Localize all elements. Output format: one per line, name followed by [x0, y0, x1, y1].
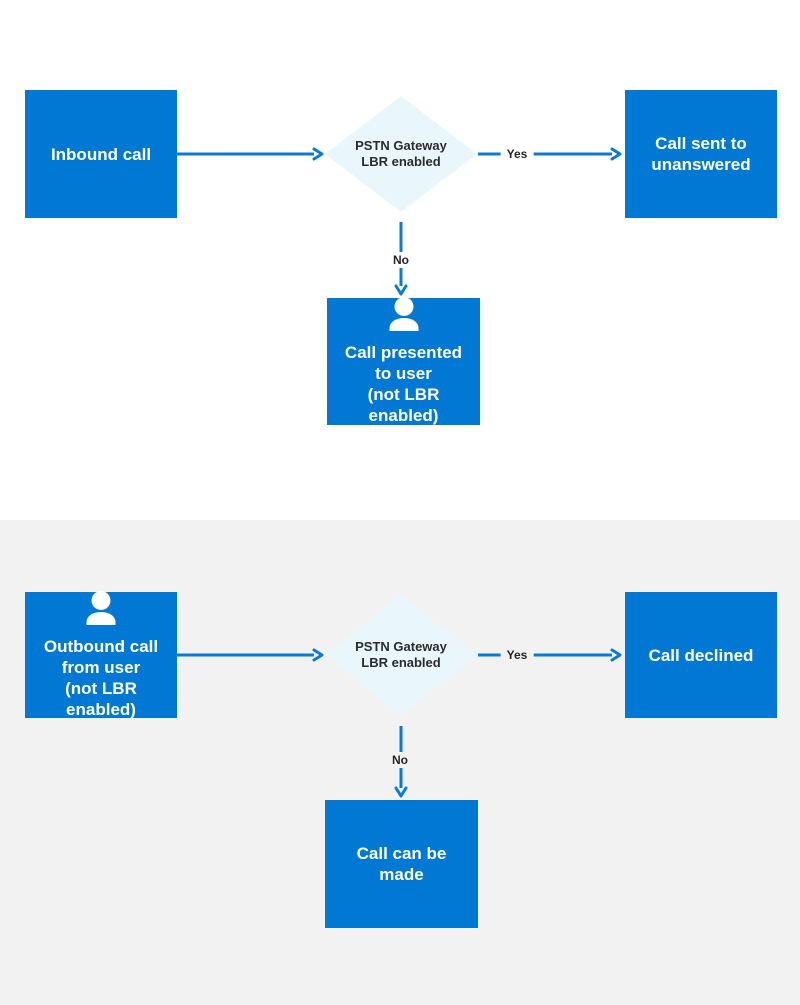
call-presented-to-user-box: Call presented to user (not LBR enabled)	[327, 297, 480, 425]
inbound-flow-section: Inbound call PSTN Gateway LBR enabled Ye…	[25, 90, 777, 425]
call-can-be-made-label: Call can be made	[356, 844, 447, 884]
yes-edge-label: Yes	[500, 146, 534, 162]
no-edge-label: No	[387, 252, 415, 268]
person-icon	[86, 590, 116, 625]
inbound-flow-connectors	[177, 96, 622, 296]
call-sent-to-unanswered-box: Call sent to unanswered	[625, 90, 777, 218]
outbound-call-label: Outbound call from user (not LBR enabled…	[43, 636, 159, 719]
decision-label: PSTN Gateway LBR enabled	[355, 639, 447, 670]
yes-edge-label: Yes	[500, 647, 534, 663]
inbound-call-box: Inbound call	[25, 90, 177, 218]
call-declined-box: Call declined	[625, 592, 777, 718]
call-sent-to-unanswered-label: Call sent to unanswered	[651, 134, 751, 174]
person-icon	[389, 297, 418, 331]
call-declined-label: Call declined	[648, 645, 754, 665]
inbound-call-label: Inbound call	[50, 144, 152, 164]
outbound-flow-section: Outbound call from user (not LBR enabled…	[0, 520, 800, 1005]
call-presented-to-user-label: Call presented to user (not LBR enabled)	[344, 343, 463, 425]
no-edge-label: No	[386, 752, 414, 768]
decision-diamond	[325, 96, 477, 212]
decision-diamond	[325, 594, 477, 716]
decision-label: PSTN Gateway LBR enabled	[355, 138, 447, 169]
call-can-be-made-box: Call can be made	[325, 800, 478, 928]
outbound-call-box: Outbound call from user (not LBR enabled…	[25, 590, 177, 719]
